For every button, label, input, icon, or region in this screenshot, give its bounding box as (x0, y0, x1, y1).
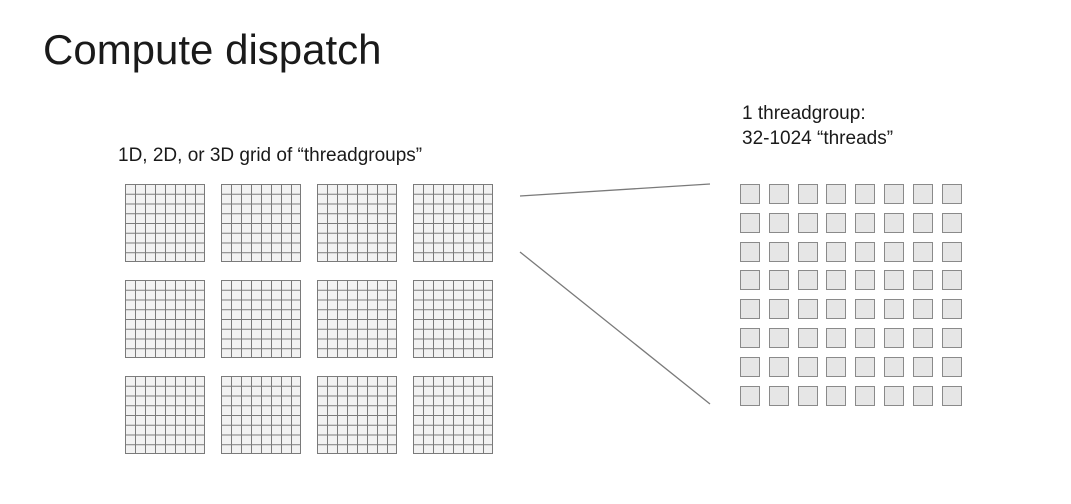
threadgroup-block (317, 280, 397, 358)
thread-cell (798, 357, 818, 377)
thread-cell (826, 213, 846, 233)
threadgroup-block (317, 376, 397, 454)
thread-cell (769, 213, 789, 233)
thread-cell (913, 242, 933, 262)
thread-cell (855, 184, 875, 204)
threadgroup-caption: 1 threadgroup: 32-1024 “threads” (742, 101, 893, 151)
thread-cell (884, 357, 904, 377)
threadgroup-block (413, 280, 493, 358)
thread-cell (740, 270, 760, 290)
thread-cell (942, 299, 962, 319)
thread-cell (855, 242, 875, 262)
thread-cell (740, 213, 760, 233)
thread-cell (740, 357, 760, 377)
thread-cell (798, 242, 818, 262)
thread-cell (913, 357, 933, 377)
thread-cell (942, 328, 962, 348)
thread-cell (769, 357, 789, 377)
thread-cell (798, 270, 818, 290)
threadgroup-caption-line2: 32-1024 “threads” (742, 128, 894, 149)
thread-cell (826, 357, 846, 377)
thread-cell (884, 299, 904, 319)
thread-cell (913, 213, 933, 233)
thread-cell (884, 386, 904, 406)
thread-cell (740, 184, 760, 204)
thread-cell (826, 242, 846, 262)
thread-cell (769, 328, 789, 348)
thread-cell (826, 270, 846, 290)
threadgroup-block (413, 184, 493, 262)
thread-cell (942, 213, 962, 233)
thread-cell (855, 213, 875, 233)
thread-cell (884, 328, 904, 348)
thread-cell (740, 299, 760, 319)
thread-cell (855, 299, 875, 319)
dispatch-grid-caption: 1D, 2D, or 3D grid of “threadgroups” (118, 145, 423, 166)
thread-cell (740, 242, 760, 262)
thread-cell (884, 270, 904, 290)
thread-cell (942, 242, 962, 262)
thread-cell (826, 386, 846, 406)
thread-cell (798, 299, 818, 319)
thread-cell (942, 270, 962, 290)
threadgroup-caption-line1: 1 threadgroup: (742, 103, 866, 124)
thread-cell (826, 328, 846, 348)
thread-cell (884, 242, 904, 262)
thread-cell (913, 299, 933, 319)
threadgroup-block (125, 184, 205, 262)
thread-cell (884, 184, 904, 204)
thread-cell (913, 184, 933, 204)
slide-title: Compute dispatch (43, 26, 382, 73)
threadgroup-block (221, 280, 301, 358)
thread-cell (769, 386, 789, 406)
thread-cell (913, 270, 933, 290)
thread-cell (942, 184, 962, 204)
threadgroup-block (125, 280, 205, 358)
thread-cell (798, 184, 818, 204)
thread-cell (769, 299, 789, 319)
thread-cell (855, 357, 875, 377)
threadgroup-block (317, 184, 397, 262)
thread-cell (855, 328, 875, 348)
thread-cell (740, 328, 760, 348)
zoom-line-bottom (519, 251, 711, 405)
thread-cell (855, 270, 875, 290)
thread-cell (942, 357, 962, 377)
thread-cell (798, 328, 818, 348)
thread-cell (913, 328, 933, 348)
threadgroup-block (413, 376, 493, 454)
thread-cell (855, 386, 875, 406)
threadgroup-block (221, 184, 301, 262)
thread-cell (826, 184, 846, 204)
threadgroup-block (221, 376, 301, 454)
thread-cell (913, 386, 933, 406)
thread-cell (942, 386, 962, 406)
zoom-line-top (519, 183, 711, 197)
thread-cell (798, 386, 818, 406)
thread-cell (769, 184, 789, 204)
thread-cell (740, 386, 760, 406)
threadgroup-block (125, 376, 205, 454)
thread-cell (769, 270, 789, 290)
thread-cell (769, 242, 789, 262)
thread-cell (884, 213, 904, 233)
thread-cell (798, 213, 818, 233)
thread-cell (826, 299, 846, 319)
